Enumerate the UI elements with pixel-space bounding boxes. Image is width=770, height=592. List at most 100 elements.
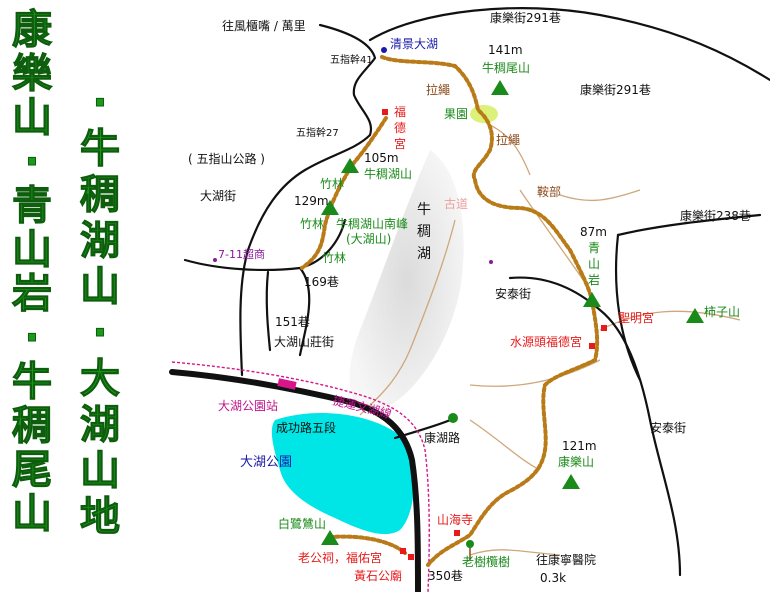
label-dahu-station: 大湖公園站 [218, 398, 278, 413]
minor-path [469, 359, 601, 387]
label-kangle291-right: 康樂街291巷 [580, 82, 651, 97]
minor-path [519, 189, 591, 291]
title-char: · [24, 315, 40, 361]
label-niuchouhu: 牛稠湖山 [364, 166, 412, 181]
label-peak-129: 129m [294, 194, 329, 208]
lake-point-icon [381, 47, 387, 53]
road-kangle238 [616, 213, 762, 237]
road-wuzhishan [239, 23, 377, 377]
old-tree-icon [466, 540, 474, 560]
label-lane169: 169巷 [304, 275, 339, 289]
label-dahu-villa: 大湖山莊街 [274, 334, 334, 349]
label-niuchou-lake-3: 湖 [417, 246, 431, 262]
mrt-station-marker [277, 378, 297, 390]
label-wuzhi41: 五指幹41 [330, 53, 373, 66]
label-laogong: 老公祠，福佑宮 [298, 550, 382, 565]
label-kangning: 往康寧醫院 [536, 552, 596, 567]
title-char: 大 [80, 356, 121, 403]
title-char: 尾 [12, 447, 53, 493]
label-shuiyuan-fude: 水源頭福德宮 [510, 334, 582, 349]
map-title-left: 康 樂 山 · 青 山 岩 · 牛 稠 [2, 7, 62, 449]
label-kangle-shan: 康樂山 [558, 454, 594, 469]
label-dahushan: (大湖山) [346, 231, 391, 246]
title-char: 山 [12, 491, 53, 537]
title-char: 稠 [80, 172, 121, 219]
title-char: 牛 [12, 359, 53, 405]
title-char: 山 [12, 227, 53, 273]
trail-right [426, 298, 600, 567]
label-qingshan-3: 岩 [588, 272, 600, 287]
label-dahu-st: 大湖街 [200, 188, 236, 203]
road-151 [265, 270, 272, 352]
label-fude-gong-2: 德 [394, 120, 406, 135]
peak-marker-niuchouhu [341, 158, 359, 173]
road-antai [508, 276, 682, 577]
label-niuchouwei: 牛稠尾山 [482, 60, 530, 75]
trail-left [300, 116, 388, 270]
title-char: · [92, 310, 108, 357]
label-dist: 0.3k [540, 571, 566, 585]
title-char: 山 [80, 264, 121, 311]
dahu-park-lake [271, 412, 415, 535]
temple-marker-huangshi [408, 554, 414, 560]
minor-path [359, 219, 456, 416]
title-char: · [92, 80, 108, 127]
label-lane151: 151巷 [275, 315, 310, 329]
title-char: 地 [80, 494, 121, 541]
minor-path [469, 549, 561, 556]
label-fude-gong-3: 宮 [394, 136, 406, 151]
label-kangle291-top: 康樂街291巷 [490, 10, 561, 25]
label-huangshi: 黃石公廟 [354, 568, 402, 583]
road-antai2 [614, 233, 642, 382]
label-shengming: 聖明宮 [618, 310, 654, 325]
peak-marker-southpeak [321, 200, 339, 215]
label-antai-st2: 安泰街 [650, 420, 686, 435]
minor-path [489, 124, 531, 176]
peak-marker-qingshan [583, 292, 601, 307]
mrt-wenhu-line [171, 361, 430, 592]
road-chenggong [169, 369, 421, 592]
label-bamboo1: 竹林 [320, 177, 344, 191]
label-rope1: 拉繩 [426, 82, 450, 97]
peak-marker-shizi [686, 308, 704, 323]
label-bamboo3: 竹林 [322, 251, 346, 265]
label-anbu: 鞍部 [537, 184, 561, 199]
label-kangle238: 康樂街238巷 [680, 208, 751, 223]
store-marker [213, 258, 217, 262]
label-qingshan-2: 山 [588, 257, 600, 271]
label-bamboo2: 竹林 [300, 217, 324, 231]
label-kanghu-rd: 康湖路 [424, 430, 460, 445]
temple-marker-shengming [601, 325, 607, 331]
label-shanhai: 山海寺 [437, 512, 473, 527]
title-char: 湖 [80, 218, 121, 265]
label-shizi-shan: 柿子山 [704, 304, 740, 319]
label-peak-87: 87m [580, 225, 607, 239]
trail-top [380, 55, 594, 302]
junction-marker [489, 260, 493, 264]
title-char: 青 [12, 183, 53, 229]
niuchou-lake [349, 150, 464, 412]
label-qingshan-yan: 青 山 岩 [588, 241, 604, 287]
label-niuchou-lake-1: 牛 [417, 202, 431, 218]
title-char: 山 [12, 95, 53, 141]
label-rope2: 拉繩 [496, 132, 520, 147]
label-wuzhi27: 五指幹27 [296, 126, 339, 139]
label-fude-gong-1: 福 [394, 104, 406, 119]
label-niuchou-lake: 牛 稠 湖 [417, 202, 435, 262]
title-char: 康 [12, 7, 53, 53]
label-wuzhishan-rd: ( 五指山公路 ) [188, 151, 265, 166]
peak-marker-bailu [321, 530, 339, 545]
peak-marker-niuchouwei [491, 80, 509, 95]
temple-marker-fude [382, 109, 388, 115]
title-char: 樂 [12, 51, 53, 97]
temple-marker-shuiyuan [589, 343, 595, 349]
label-orchard: 果園 [444, 107, 468, 121]
map-title-left-tail: 尾山 [2, 447, 62, 537]
title-char: 稠 [12, 403, 53, 449]
label-qingjing-lake: 清景大湖 [390, 36, 438, 51]
peak-marker-kangle [562, 474, 580, 489]
minor-path [559, 189, 641, 202]
title-char: 岩 [12, 271, 53, 317]
